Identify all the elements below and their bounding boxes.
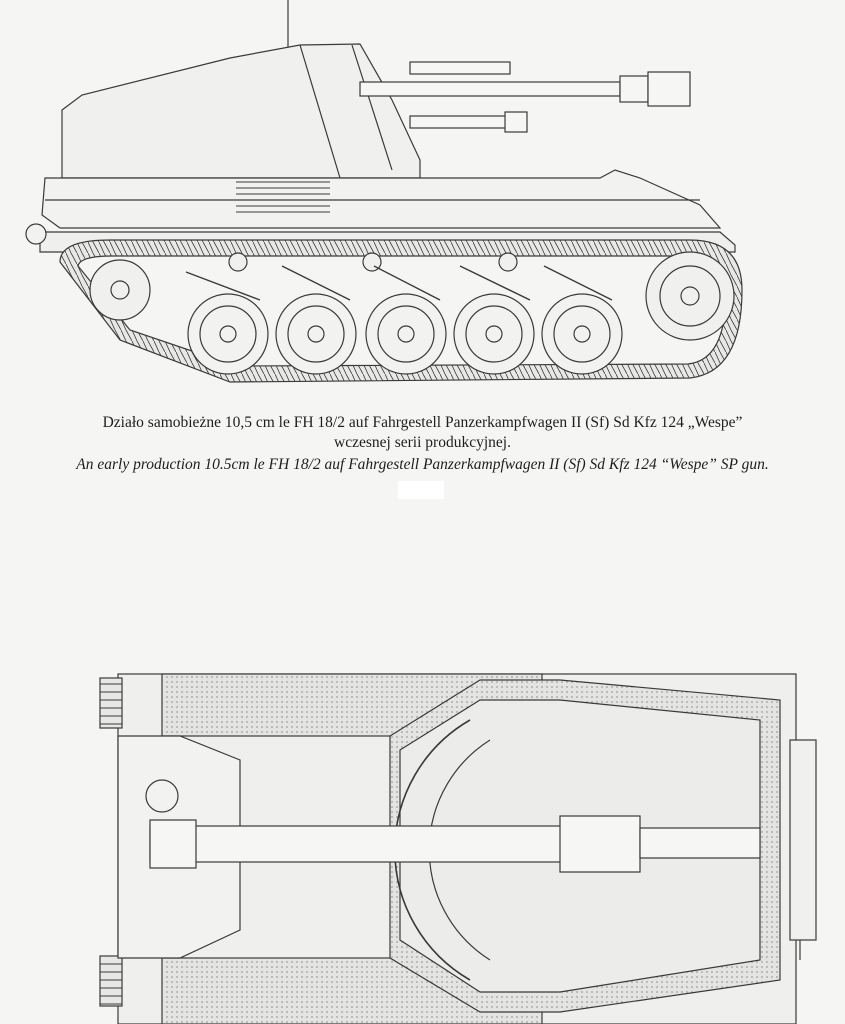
gun-barrel-plan <box>149 825 571 863</box>
caption-english: An early production 10.5cm le FH 18/2 au… <box>76 456 769 473</box>
side-elevation-drawing <box>25 0 743 383</box>
muzzle-brake <box>647 71 691 107</box>
idler-wheel <box>645 251 735 341</box>
hull-outline <box>41 169 722 229</box>
rear-plate <box>789 739 817 941</box>
track-stub-bottom <box>99 955 123 1007</box>
hatch-circle <box>145 779 179 813</box>
tow-hook <box>25 223 47 245</box>
plan-view-drawing <box>99 673 817 1024</box>
blank-label-patch <box>398 481 444 499</box>
caption-polish-line1: Działo samobieżne 10,5 cm le FH 18/2 auf… <box>102 414 743 431</box>
superstructure-outline <box>61 43 421 179</box>
road-wheels <box>187 293 623 375</box>
gun-barrel <box>359 81 621 97</box>
caption-polish-line2: wczesnej serii produkcyjnej. <box>334 434 511 451</box>
track-stub-top <box>99 677 123 729</box>
muzzle-brake-plan <box>149 819 197 869</box>
drive-sprocket <box>89 259 151 321</box>
gun-breech <box>559 815 641 873</box>
